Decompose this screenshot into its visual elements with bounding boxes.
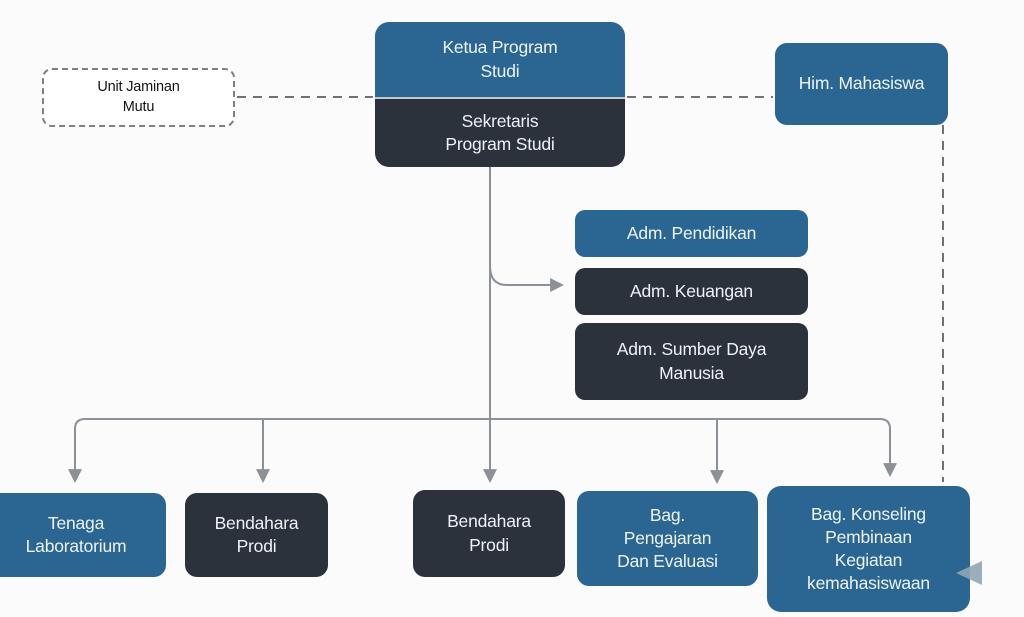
node-label: Ketua Program Studi [442, 37, 558, 81]
node-unit-jaminan-mutu: Unit Jaminan Mutu [42, 68, 235, 127]
node-label: Bendahara Prodi [214, 512, 299, 556]
node-label: Bag. Pengajaran Dan Evaluasi [617, 504, 718, 572]
node-sekretaris-program-studi: Sekretaris Program Studi [375, 97, 625, 167]
node-label: Him. Mahasiswa [798, 73, 925, 94]
node-label: Bag. Konseling Pembinaan Kegiatan kemaha… [807, 503, 930, 594]
node-him-mahasiswa: Him. Mahasiswa [775, 43, 948, 125]
node-adm-keuangan: Adm. Keuangan [575, 268, 808, 315]
node-label: Adm. Keuangan [630, 280, 753, 301]
node-ketua-program-studi: Ketua Program Studi [375, 22, 625, 97]
node-label: Unit Jaminan Mutu [97, 79, 180, 115]
node-label: Tenaga Laboratorium [25, 512, 127, 556]
node-tenaga-laboratorium: Tenaga Laboratorium [0, 493, 166, 577]
node-adm-sumber-daya-manusia: Adm. Sumber Daya Manusia [575, 323, 808, 400]
node-adm-pendidikan: Adm. Pendidikan [575, 210, 808, 257]
node-label: Bendahara Prodi [447, 511, 531, 555]
node-label: Sekretaris Program Studi [445, 110, 555, 154]
node-bendahara-prodi-1: Bendahara Prodi [185, 493, 328, 577]
node-label: Adm. Pendidikan [626, 222, 757, 243]
node-bag-pengajaran-dan-evaluasi: Bag. Pengajaran Dan Evaluasi [577, 491, 758, 586]
node-bendahara-prodi-2: Bendahara Prodi [413, 490, 565, 577]
node-bag-konseling-kemahasiswaan: Bag. Konseling Pembinaan Kegiatan kemaha… [767, 486, 970, 612]
edge-bottom-trunk [74, 418, 891, 440]
edge-sekretaris-to-adm-keuangan [489, 265, 565, 292]
node-label: Adm. Sumber Daya Manusia [616, 339, 767, 383]
